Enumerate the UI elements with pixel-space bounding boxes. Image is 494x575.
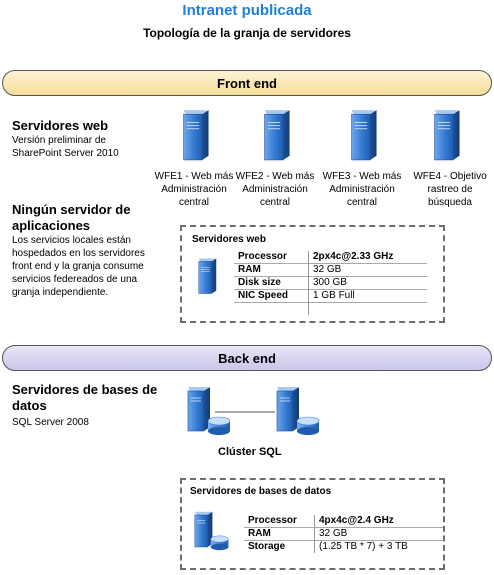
spec-key: Processor	[244, 515, 315, 528]
app-servers-heading: Ningún servidor de aplicaciones	[12, 202, 131, 233]
spec-value: 300 GB	[313, 277, 347, 288]
spec-key: Processor	[234, 251, 309, 264]
server-label-wfe3: WFE3 - Web más Administración central	[322, 171, 402, 208]
server-icon	[428, 108, 462, 162]
spec-key: RAM	[234, 263, 309, 277]
spec-key: Disk size	[234, 276, 309, 290]
spec-key	[234, 302, 309, 315]
web-spec-table: Processor 2px4c@2.33 GHz RAM 32 GB Disk si…	[234, 251, 427, 315]
db-servers-heading: Servidores de bases de datos	[12, 382, 158, 413]
table-row	[234, 302, 428, 316]
spec-value: (1.25 TB * 7) + 3 TB	[319, 541, 408, 552]
table-row: Disk size 300 GB	[234, 276, 427, 290]
table-row: RAM 32 GB	[244, 527, 443, 541]
table-row: Storage (1.25 TB * 7) + 3 TB	[244, 540, 443, 553]
back-end-band: Back end	[2, 345, 492, 371]
server-label-wfe1: WFE1 - Web más Administración central	[154, 171, 234, 208]
web-servers-heading: Servidores web	[12, 118, 109, 133]
table-row: RAM 32 GB	[234, 263, 427, 277]
spec-key: RAM	[244, 527, 315, 541]
db-servers-spec-box: Servidores de bases de datos Processor 4p…	[180, 478, 445, 570]
spec-box-title: Servidores web	[192, 234, 266, 245]
spec-value: 2px4c@2.33 GHz	[313, 251, 394, 262]
db-servers-description: SQL Server 2008	[12, 417, 89, 428]
database-server-icon	[190, 510, 238, 552]
server-label-wfe4: WFE4 - Objetivo rastreo de búsqueda	[413, 171, 487, 208]
spec-key: NIC Speed	[234, 289, 309, 303]
diagram-subtitle: Topología de la granja de servidores	[143, 26, 351, 40]
spec-value: 1 GB Full	[313, 290, 355, 301]
database-server-icon	[182, 385, 242, 437]
db-spec-table: Processor 4px4c@2.4 GHz RAM 32 GB Storage (…	[244, 515, 443, 553]
diagram-title: Intranet publicada	[182, 2, 312, 19]
front-end-band: Front end	[2, 70, 492, 96]
spec-value: 32 GB	[313, 264, 342, 275]
server-icon	[177, 108, 211, 162]
spec-value	[309, 303, 428, 316]
spec-box-title: Servidores de bases de datos	[190, 486, 332, 497]
web-servers-description: Versión preliminar de SharePoint Server …	[12, 135, 119, 159]
sql-cluster-label: Clúster SQL	[218, 446, 282, 458]
spec-key: Storage	[244, 540, 315, 553]
server-icon	[258, 108, 292, 162]
table-row: NIC Speed 1 GB Full	[234, 289, 427, 303]
table-row: Processor 4px4c@2.4 GHz	[244, 515, 443, 528]
spec-value: 32 GB	[319, 528, 348, 539]
table-row: Processor 2px4c@2.33 GHz	[234, 251, 427, 264]
server-icon	[345, 108, 379, 162]
web-servers-spec-box: Servidores web Processor 2px4c@2.33 GHz R…	[180, 225, 445, 323]
database-server-icon	[271, 385, 331, 437]
spec-value: 4px4c@2.4 GHz	[319, 515, 394, 526]
app-servers-description: Los servicios locales están hospedados e…	[12, 235, 145, 298]
server-label-wfe2: WFE2 - Web más Administración central	[235, 171, 315, 208]
server-icon	[194, 257, 218, 295]
